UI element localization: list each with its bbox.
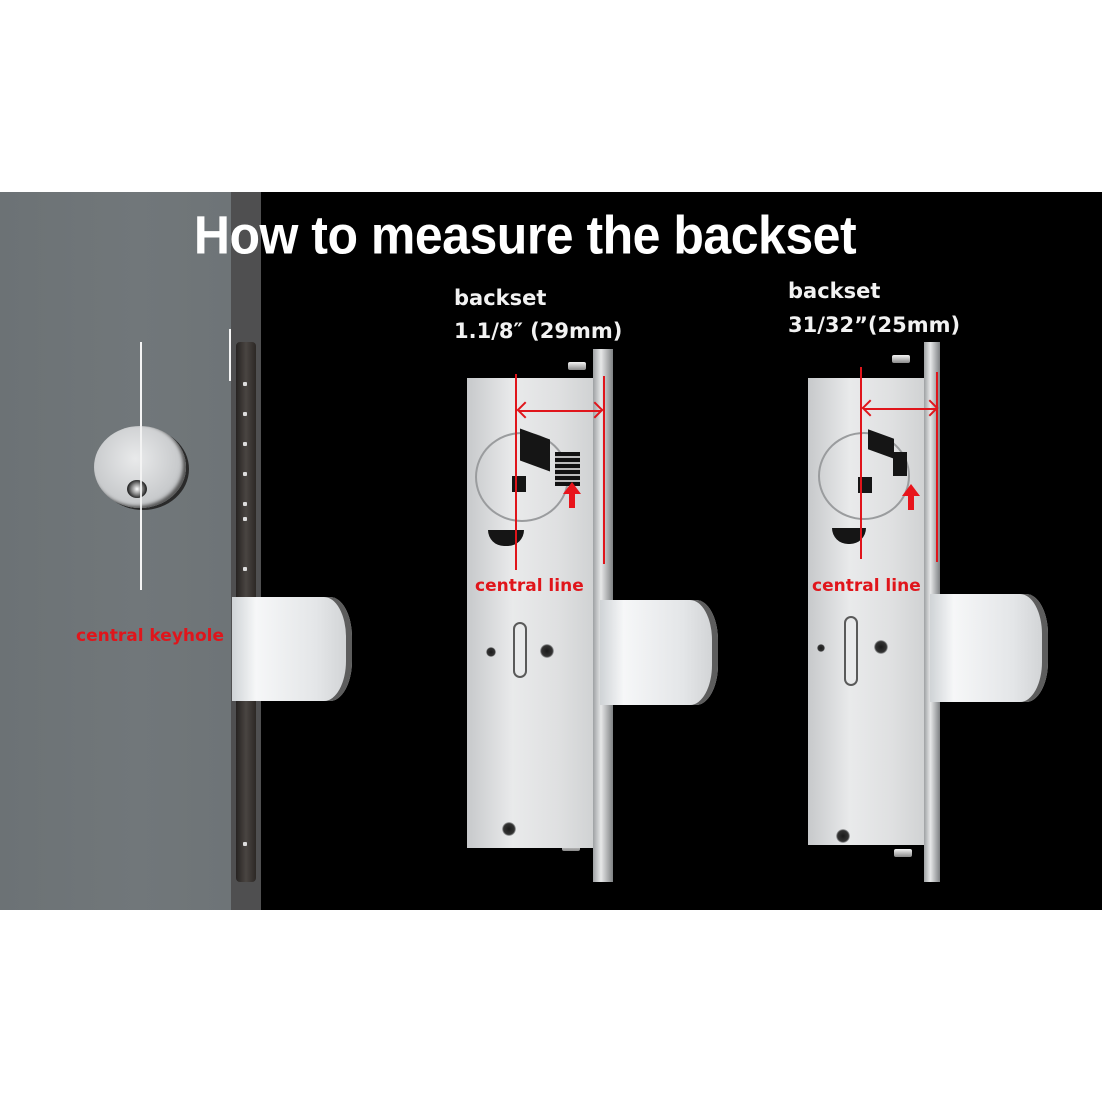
diagram-canvas: central keyhole How to measure the backs… [0,192,1102,910]
lock1-central-line [515,374,517,570]
lock2-deadbolt [930,594,1048,702]
faceplate-dot [243,517,247,521]
lock1-key-slot [513,622,527,678]
lock2-lever [832,528,866,544]
faceplate-dot [243,502,247,506]
faceplate-dot [243,412,247,416]
lock1-hole [502,822,516,836]
lock1-deadbolt [600,600,718,705]
lock1-up-arrow-stem [569,494,575,508]
lock1-heading: backset [454,286,547,310]
lock1-backset-arrow [519,410,601,412]
lock2-hole [836,829,850,843]
central-keyhole-label: central keyhole [76,626,225,646]
lock2-bottom-pin [894,849,912,857]
lock2-backset-arrow [864,408,936,410]
lock2-central-line-label: central line [812,576,921,596]
edge-marker-line [229,329,231,381]
lock2-hole [874,640,888,654]
lock2-up-arrow-stem [908,496,914,510]
lock2-measurement: 31/32”(25mm) [788,313,961,337]
lock1-latch-gear [555,452,580,486]
faceplate-dot [243,842,247,846]
page-title: How to measure the backset [193,204,857,266]
lock1-top-pin [568,362,586,370]
lock1-hole [486,647,496,657]
faceplate-dot [243,567,247,571]
lock2-top-pin [892,355,910,363]
lock2-central-line [860,367,862,559]
lock1-central-line-label: central line [475,576,584,596]
lock1-up-arrow-icon [563,482,581,494]
keyhole-center-line-overlay [140,342,142,590]
lock2-up-arrow-icon [902,484,920,496]
lock1-measurement: 1.1/8″ (29mm) [454,319,623,343]
faceplate-dot [243,382,247,386]
lock2-edge-line [936,372,938,562]
lock2-cam [818,432,910,520]
lock2-hole [817,644,825,652]
door-deadbolt [232,597,352,701]
lock2-heading: backset [788,279,881,303]
faceplate-dot [243,442,247,446]
keyhole-icon [127,480,147,498]
lock2-key-slot [844,616,858,686]
lock1-hole [540,644,554,658]
door-panel [0,192,231,910]
lock1-edge-line [603,376,605,564]
faceplate-dot [243,472,247,476]
lock2-latch [893,452,907,476]
